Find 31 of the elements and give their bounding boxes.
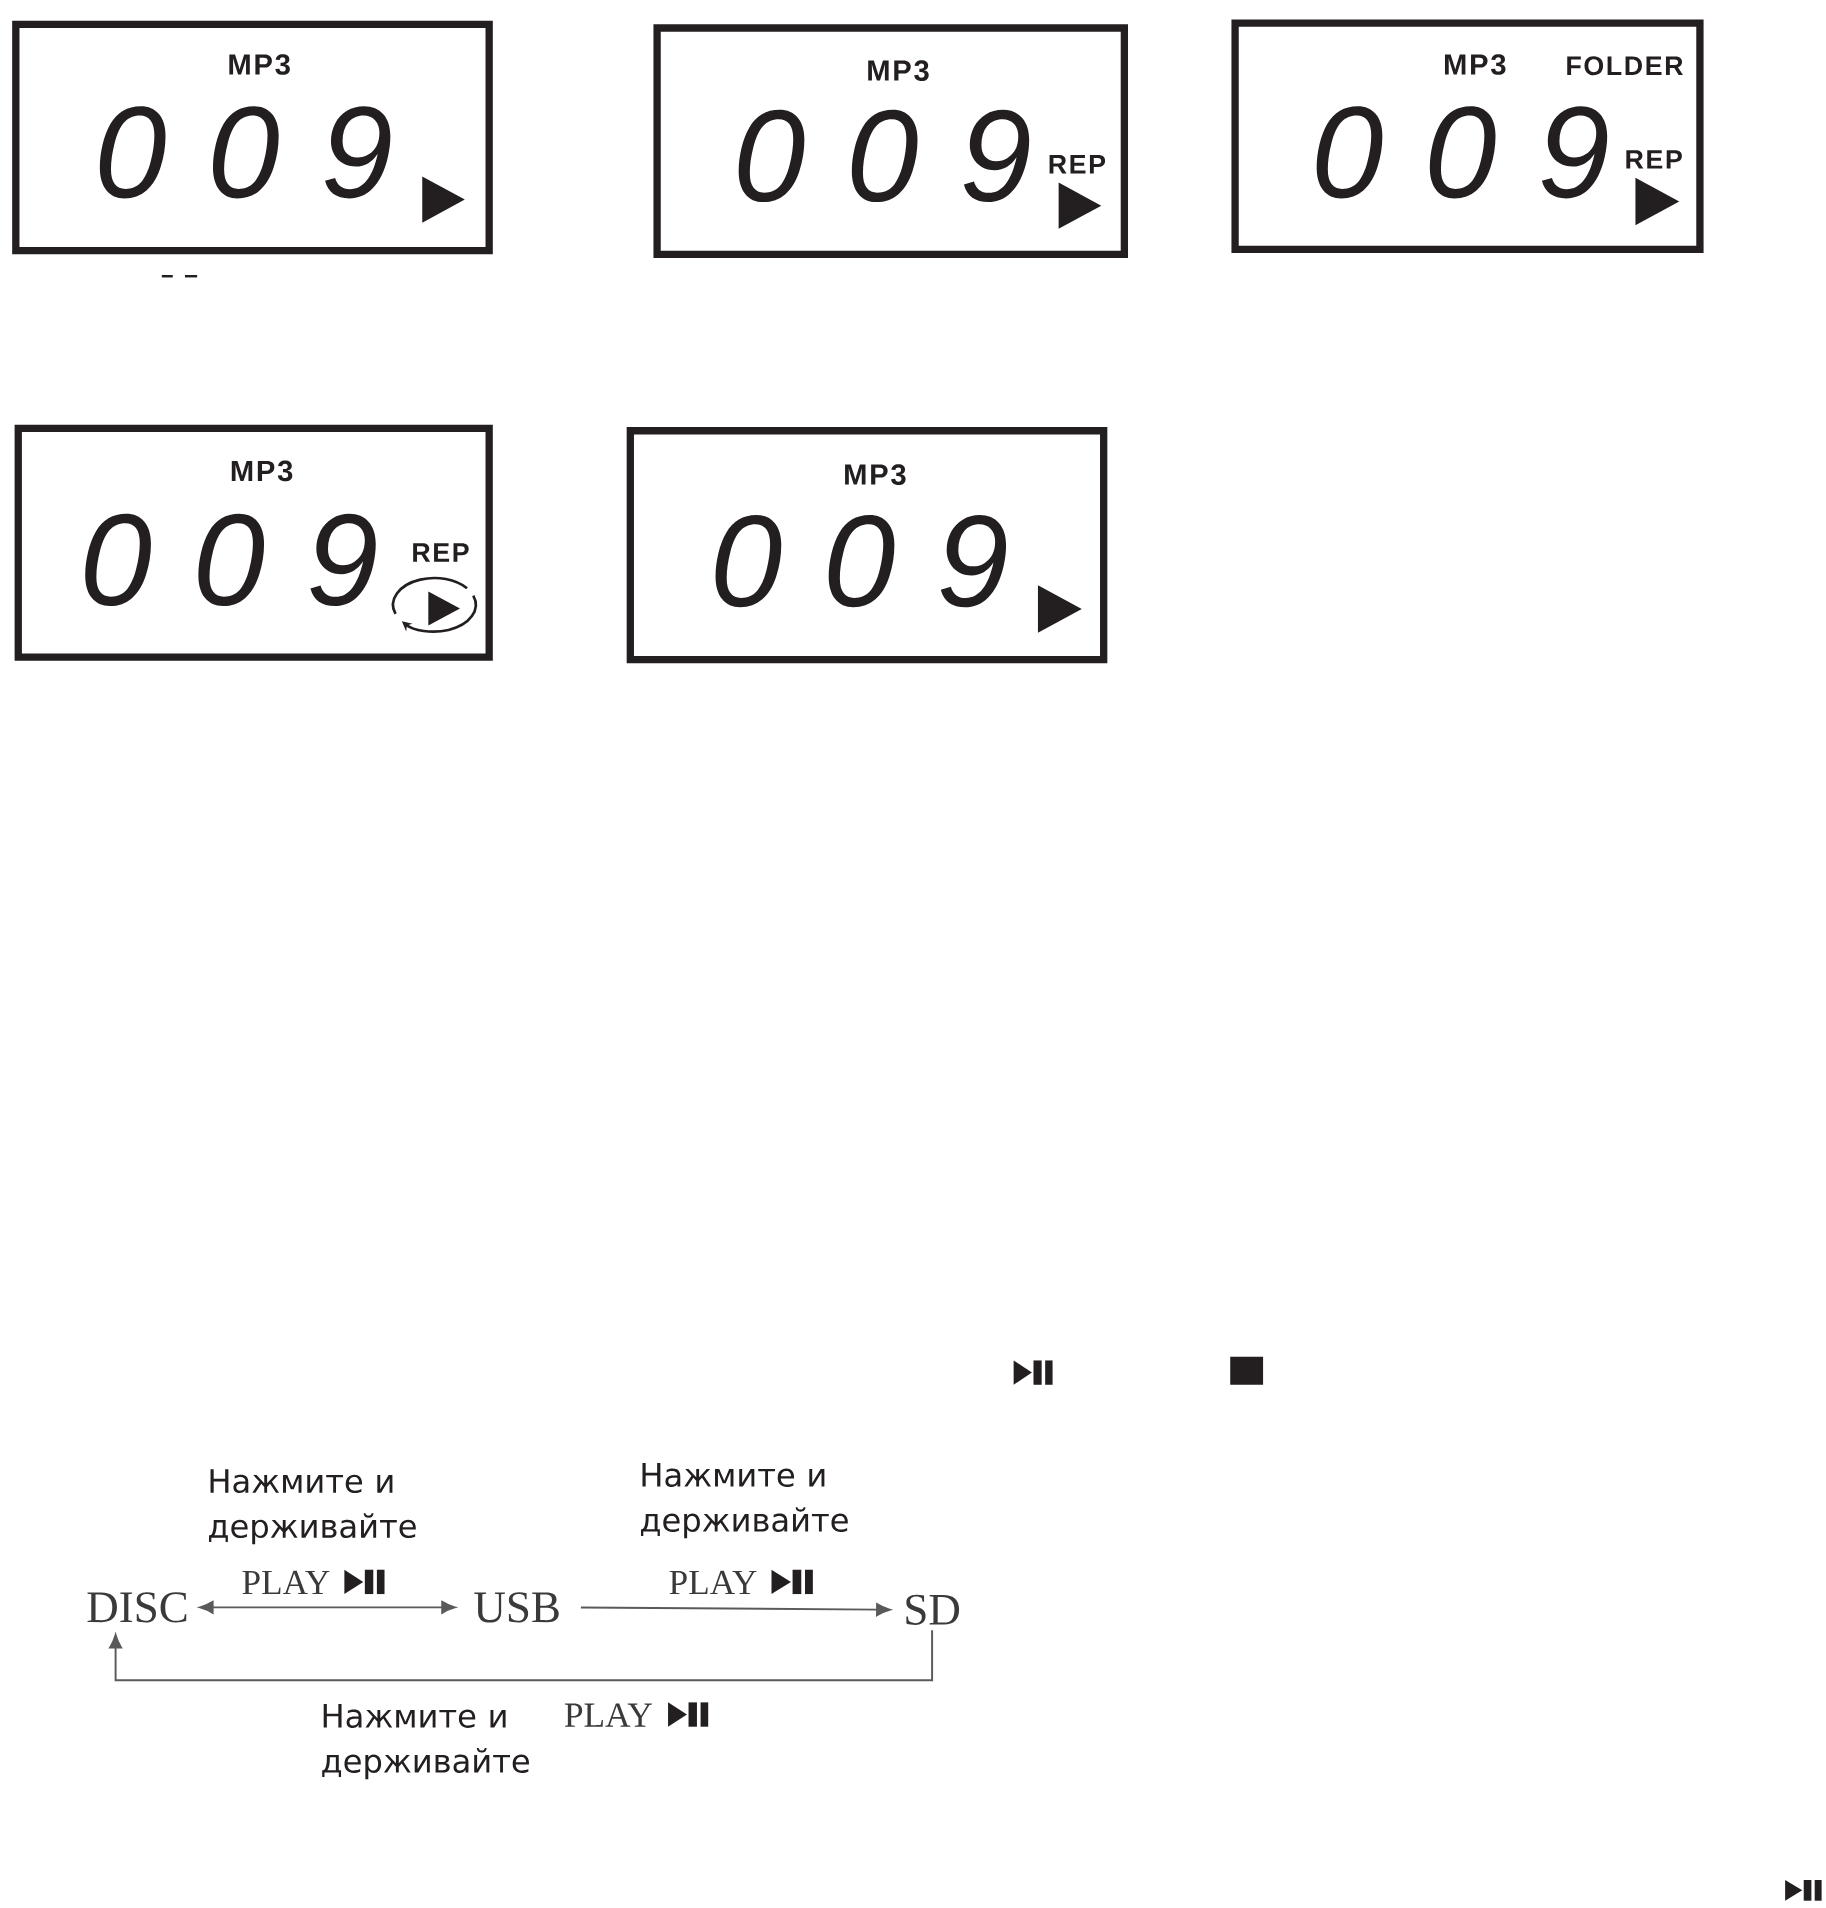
double-arrow <box>198 1600 456 1614</box>
track-number: 0 0 9 <box>738 109 1029 203</box>
folder-label: FOLDER <box>1567 56 1683 76</box>
format-label: MP3 <box>229 54 290 75</box>
elbow-arrow <box>108 1629 933 1682</box>
source-label: DISC <box>87 1592 187 1623</box>
instruction-text: Нажмите и держивайте <box>640 1463 848 1539</box>
edge-label: PLAY <box>242 1570 330 1595</box>
track-number: 0 0 9 <box>1316 106 1607 199</box>
lcd-display <box>653 24 1128 258</box>
lcd-display <box>14 424 493 661</box>
arrow <box>579 1603 891 1617</box>
track-number: 0 0 9 <box>715 515 1006 608</box>
lcd-display <box>1231 19 1704 254</box>
source-label: USB <box>474 1592 559 1623</box>
instruction-text: Нажмите и держивайте <box>321 1704 529 1780</box>
source-label: SD <box>906 1594 959 1625</box>
repeat-label: REP <box>1049 155 1105 174</box>
lcd-display <box>626 427 1108 664</box>
track-number: 0 0 9 <box>85 513 376 607</box>
instruction-text: Нажмите и держивайте <box>208 1469 416 1545</box>
format-label: MP3 <box>844 464 906 485</box>
edge-label: PLAY <box>564 1703 652 1727</box>
format-label: MP3 <box>867 60 929 81</box>
track-number: 0 0 9 <box>99 106 391 199</box>
format-label: MP3 <box>231 460 293 482</box>
edge-label: PLAY <box>669 1570 757 1595</box>
repeat-label: REP <box>412 543 469 562</box>
lcd-display <box>11 20 493 255</box>
format-label: MP3 <box>1444 54 1506 75</box>
repeat-label: REP <box>1626 150 1682 169</box>
